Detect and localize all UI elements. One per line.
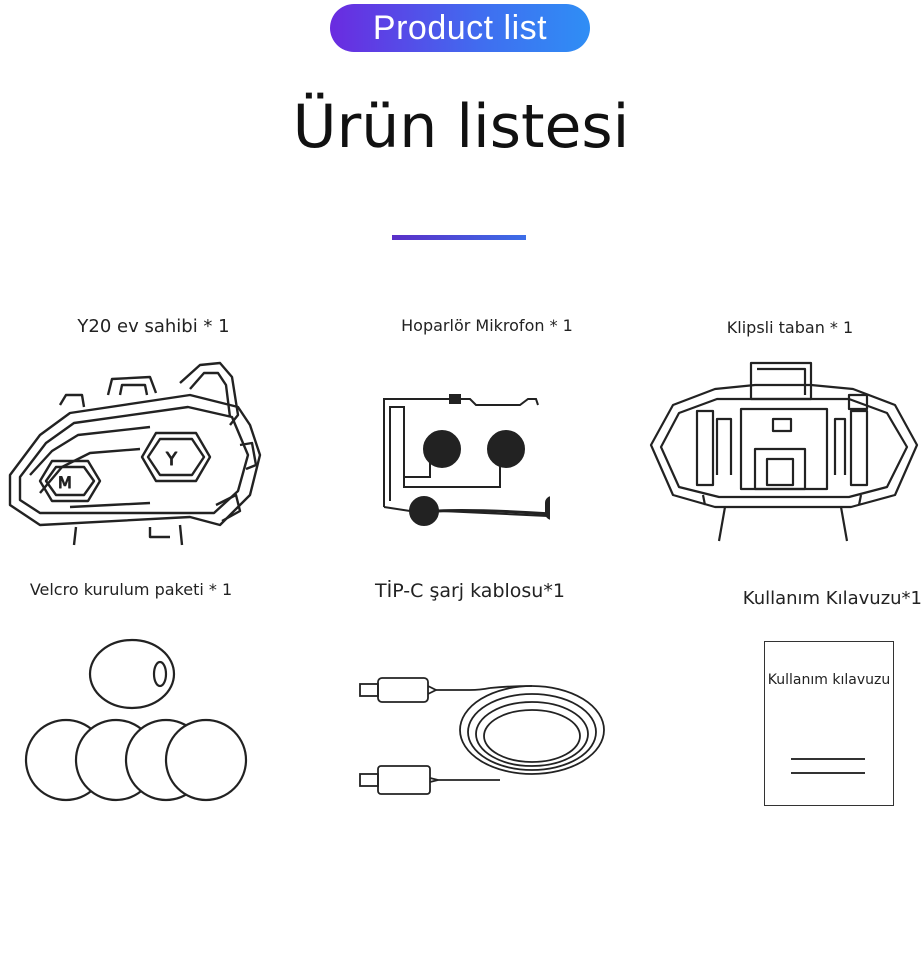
svg-text:Y: Y: [165, 449, 178, 470]
manual-cover-text: Kullanım kılavuzu: [767, 672, 891, 688]
page-title: Ürün listesi: [292, 92, 630, 162]
manual-line-1: [791, 758, 865, 760]
manual-booklet-icon: Kullanım kılavuzu: [764, 641, 894, 806]
svg-text:M: M: [58, 473, 72, 492]
usb-c-cable-icon: [359, 677, 605, 795]
item-label-clip-base: Klipsli taban * 1: [726, 318, 854, 337]
clip-base-icon: [649, 361, 919, 542]
item-label-host: Y20 ev sahibi * 1: [77, 316, 230, 337]
manual-line-2: [791, 772, 865, 774]
speaker-microphone-icon: [383, 394, 550, 526]
item-label-speaker-mic: Hoparlör Mikrofon * 1: [401, 316, 573, 335]
velcro-pads-icon: [24, 638, 248, 802]
item-label-velcro: Velcro kurulum paketi * 1: [29, 580, 233, 599]
title-divider: [392, 235, 526, 240]
item-label-cable: TİP-C şarj kablosu*1: [375, 580, 565, 602]
badge-label: Product list: [372, 8, 548, 47]
item-label-manual: Kullanım Kılavuzu*1: [742, 588, 922, 609]
headset-unit-icon: M Y: [8, 361, 262, 546]
product-list-badge: Product list: [330, 4, 590, 52]
